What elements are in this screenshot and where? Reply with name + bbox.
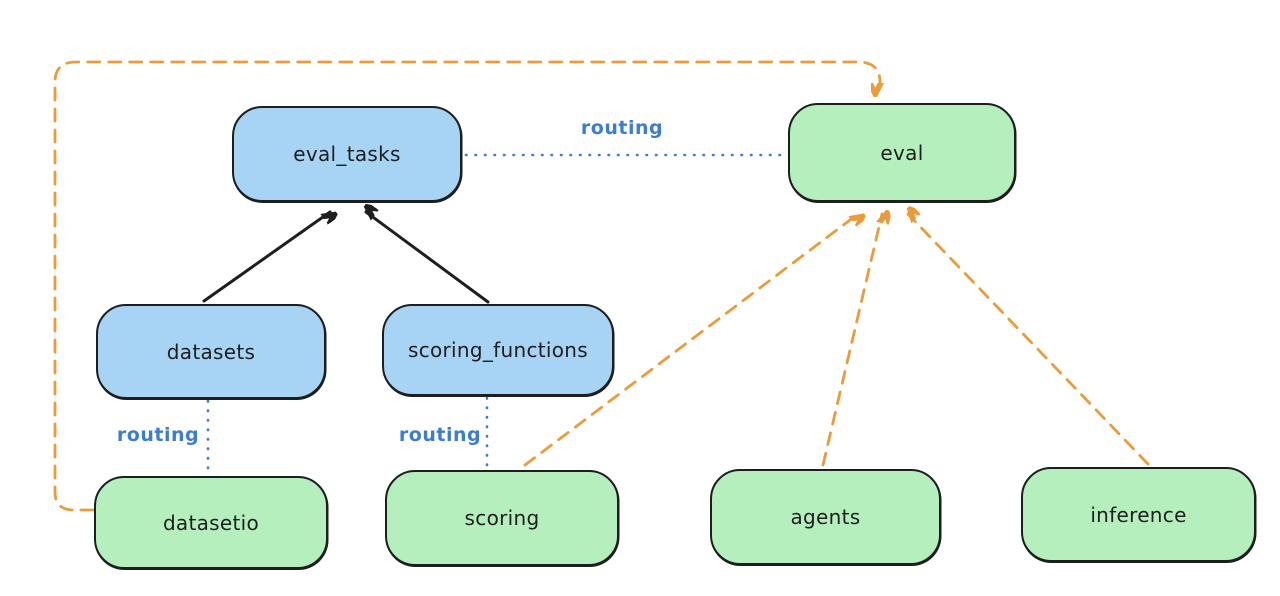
node-agents-label: agents [790,505,861,529]
node-eval-label: eval [880,140,924,165]
edge-datasetio-eval [53,60,880,512]
node-datasets-label: datasets [166,339,256,364]
node-inference-label: inference [1090,502,1187,527]
node-scoring[interactable]: scoring [385,470,619,566]
edge-label-routing-top: routing [580,117,664,139]
edge-scoring-eval [523,212,858,467]
node-eval-tasks-label: eval_tasks [293,142,401,166]
node-agents[interactable]: agents [710,469,941,565]
edge-scoringfunctions-evaltasks [366,212,490,304]
edge-label-routing-middle: routing [398,424,482,446]
node-datasetio[interactable]: datasetio [94,476,328,569]
node-scoring-functions-label: scoring_functions [407,338,589,362]
node-eval-tasks[interactable]: eval_tasks [232,106,462,202]
node-eval[interactable]: eval [788,103,1016,202]
node-inference[interactable]: inference [1021,467,1256,562]
node-datasetio-label: datasetio [162,510,260,535]
edge-inference-eval [908,214,1150,466]
edge-label-routing-left: routing [116,424,200,446]
node-scoring-functions[interactable]: scoring_functions [382,304,614,396]
node-datasets[interactable]: datasets [96,304,326,399]
node-scoring-label: scoring [464,506,540,530]
edge-datasets-evaltasks [202,210,330,303]
edge-agents-eval [821,214,882,467]
